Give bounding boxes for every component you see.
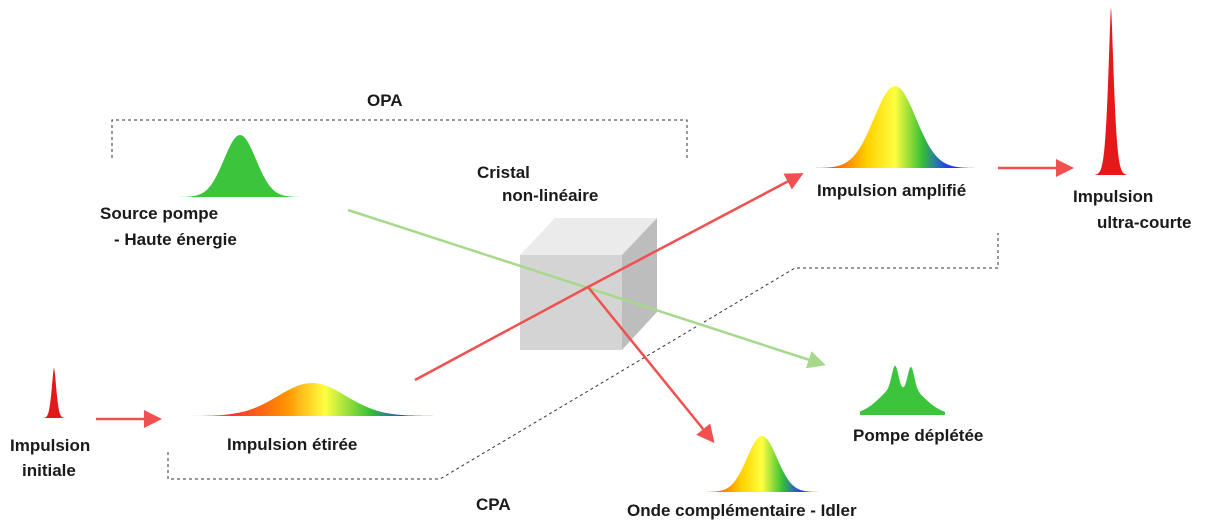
initial-label-line2: initiale — [22, 461, 76, 480]
cpa-bracket — [167, 233, 999, 480]
source-label-line1: Source pompe — [100, 204, 218, 223]
idler-pulse — [702, 436, 822, 492]
ultrashort-label-line2: ultra-courte — [1097, 213, 1191, 232]
pump-beam — [347, 208, 826, 369]
cristal-label-line2: non-linéaire — [502, 186, 598, 205]
ultrashort-pulse — [1095, 7, 1127, 175]
depleted-pump-pulse — [860, 365, 945, 415]
opa-label: OPA — [367, 91, 403, 110]
ultrashort-label-line1: Impulsion — [1073, 187, 1153, 206]
initial-pulse — [42, 368, 66, 418]
stretched-pulse — [178, 383, 445, 416]
initial-label-line1: Impulsion — [10, 436, 90, 455]
stretched-label: Impulsion étirée — [227, 435, 357, 454]
amplified-pulse — [815, 86, 975, 168]
cristal-label-line1: Cristal — [477, 163, 530, 182]
idler-label: Onde complémentaire - Idler — [627, 501, 857, 520]
idler-beam — [587, 286, 715, 444]
pump-source-pulse — [160, 135, 320, 197]
amplified-label: Impulsion amplifié — [817, 181, 966, 200]
crystal-cube-icon — [520, 218, 657, 350]
cpa-label: CPA — [476, 495, 511, 514]
opa-bracket — [111, 119, 688, 158]
source-label-line2: - Haute énergie — [114, 230, 237, 249]
depleted-label: Pompe déplétée — [853, 426, 983, 445]
